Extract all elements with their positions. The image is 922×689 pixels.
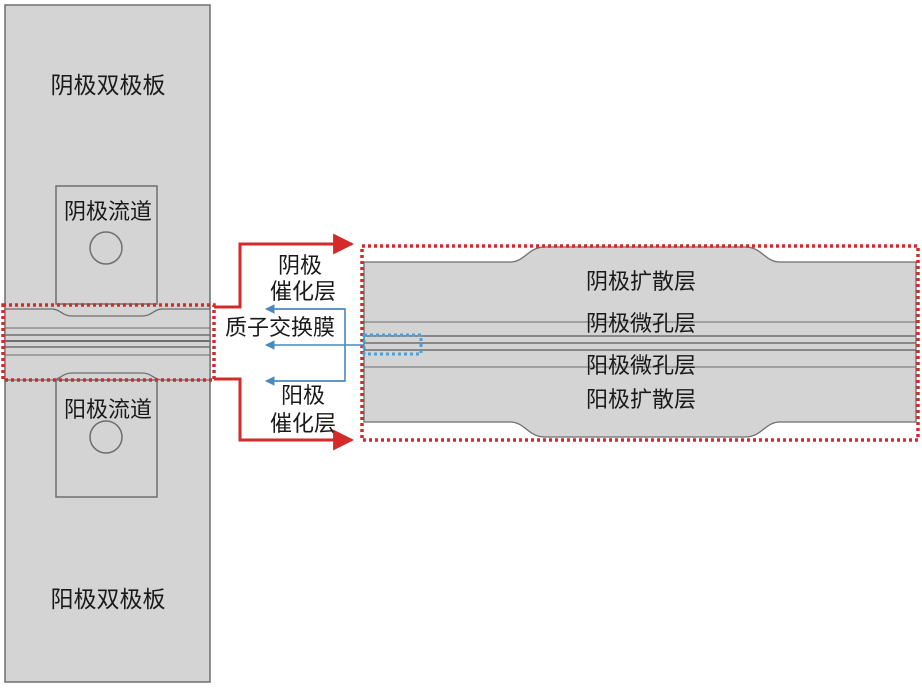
blue-highlight [362, 333, 423, 356]
anode-channel-hole [89, 420, 123, 454]
left-mea-layer-lines [5, 327, 210, 356]
cathode-channel-hole [89, 231, 123, 265]
left-mea-strip [4, 308, 211, 381]
cathode-diffusion-label: 阴极扩散层 [586, 270, 696, 295]
right-mea-layer-lines [364, 321, 916, 368]
left-red-highlight [1, 303, 216, 382]
cathode-channel-label: 阴极流道 [64, 200, 152, 225]
cathode-microporous-label: 阴极微孔层 [586, 312, 696, 337]
membrane-label: 质子交换膜 [225, 316, 335, 341]
anode-catalyst-label-line2: 催化层 [270, 412, 336, 437]
anode-microporous-label: 阳极微孔层 [586, 354, 696, 379]
top-red-arrow [214, 233, 355, 309]
anode-catalyst-label-line1: 阳极 [281, 384, 325, 409]
bottom-red-arrow [214, 377, 355, 451]
cathode-catalyst-label-line1: 阴极 [278, 254, 322, 279]
cathode-catalyst-label-line2: 催化层 [270, 280, 336, 305]
cathode-bipolar-plate-label: 阴极双极板 [51, 73, 166, 99]
right-mea-enlarged [363, 246, 917, 438]
right-red-highlight [360, 244, 920, 442]
anode-channel-label: 阳极流道 [64, 398, 152, 423]
anode-bipolar-plate-label: 阳极双极板 [51, 587, 166, 613]
anode-diffusion-label: 阳极扩散层 [586, 388, 696, 413]
